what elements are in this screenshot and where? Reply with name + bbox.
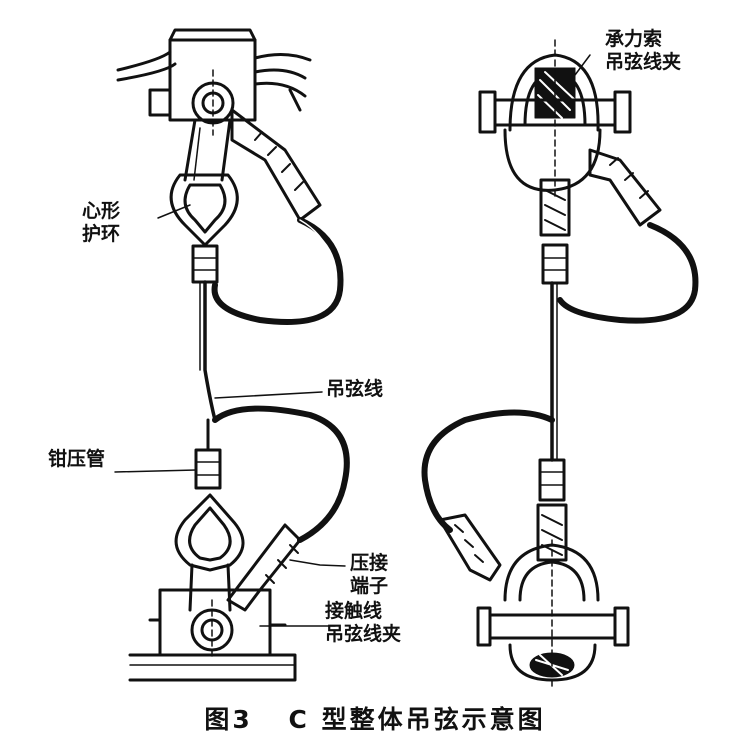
messenger-clamp-right bbox=[478, 39, 632, 201]
c-type-dropper-diagram bbox=[114, 28, 699, 690]
dropper-wire-left bbox=[199, 280, 217, 422]
contact-wire-clamp-left bbox=[148, 563, 287, 661]
messenger-wire-left bbox=[116, 50, 312, 112]
label-contact-wire-clamp: 接触线 吊弦线夹 bbox=[325, 600, 401, 646]
crimp-terminal-upper-right bbox=[557, 148, 699, 324]
heart-thimble-lower-left bbox=[174, 493, 245, 572]
upper-sleeve-right bbox=[539, 178, 571, 285]
label-contact-wire-clamp-line1: 接触线 bbox=[325, 600, 383, 622]
messenger-clamp-left bbox=[148, 28, 257, 136]
label-crimp-terminal-line2: 端子 bbox=[350, 575, 389, 597]
contact-wire-clamp-right-bottom bbox=[476, 539, 630, 690]
label-heart-thimble-line2: 护环 bbox=[82, 223, 121, 245]
dropper-wire-right bbox=[550, 281, 558, 462]
clamp-link-rod-left bbox=[183, 118, 232, 182]
label-messenger-clamp: 承力索 吊弦线夹 bbox=[605, 28, 681, 74]
label-heart-thimble: 心形 护环 bbox=[82, 200, 120, 246]
crimp-sleeve-lower-left bbox=[194, 418, 222, 490]
figure-title: C 型整体吊弦示意图 bbox=[288, 705, 546, 734]
crimp-terminal-lower-left bbox=[212, 405, 350, 612]
label-dropper-wire: 吊弦线 bbox=[326, 378, 384, 400]
heart-thimble-upper-left bbox=[169, 173, 239, 247]
label-crimp-sleeve: 钳压管 bbox=[48, 448, 106, 470]
label-heart-thimble-line1: 心形 bbox=[82, 200, 121, 222]
label-messenger-clamp-line2: 吊弦线夹 bbox=[605, 51, 682, 73]
leader-lines-right bbox=[574, 54, 591, 76]
crimp-sleeve-upper-left bbox=[191, 244, 219, 284]
figure-number: 图3 bbox=[204, 705, 253, 734]
crimp-terminal-lower-right bbox=[421, 409, 555, 582]
crimp-terminal-upper-left bbox=[211, 108, 344, 325]
label-messenger-clamp-line1: 承力索 bbox=[605, 28, 663, 50]
label-crimp-terminal-line1: 压接 bbox=[350, 552, 389, 574]
leader-lines-left bbox=[114, 204, 346, 627]
label-crimp-terminal: 压接 端子 bbox=[350, 552, 388, 598]
figure-caption: 图3 C 型整体吊弦示意图 bbox=[0, 700, 750, 736]
label-contact-wire-clamp-line2: 吊弦线夹 bbox=[325, 623, 402, 645]
contact-wire-left bbox=[128, 653, 297, 682]
